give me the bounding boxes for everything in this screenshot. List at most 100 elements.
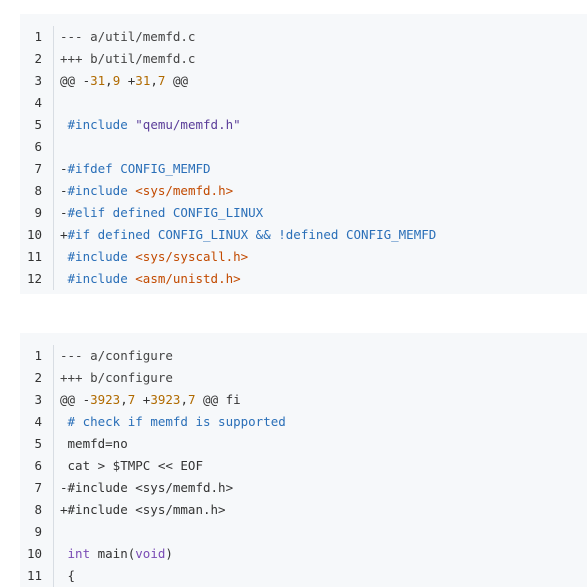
code-token: , [150, 73, 158, 88]
code-line: 6 [20, 136, 587, 158]
diff-code-block-configure: 1 --- a/configure 2 +++ b/configure 3@@ -392… [20, 333, 587, 587]
line-code: #include <asm/unistd.h> [54, 268, 587, 290]
line-number: 2 [20, 367, 54, 389]
line-number: 11 [20, 565, 54, 587]
line-code: int main(void) [54, 543, 587, 565]
line-code: #include "qemu/memfd.h" [54, 114, 587, 136]
code-token: <asm/unistd.h> [135, 271, 241, 286]
code-token: #elif defined CONFIG_LINUX [67, 205, 264, 220]
line-code: #include <sys/syscall.h> [54, 246, 587, 268]
line-code: +#include <sys/mman.h> [54, 499, 587, 521]
code-token: , [105, 73, 113, 88]
line-number: 8 [20, 180, 54, 202]
code-line: 10+#if defined CONFIG_LINUX && !defined … [20, 224, 587, 246]
code-token: 31 [135, 73, 151, 88]
code-token: 9 [112, 73, 121, 88]
line-number: 10 [20, 543, 54, 565]
code-token: main( [90, 546, 136, 561]
code-token [60, 546, 68, 561]
code-token: - [60, 161, 68, 176]
code-token [60, 271, 68, 286]
line-code [54, 521, 587, 543]
line-number: 3 [20, 389, 54, 411]
code-token: #include [67, 249, 128, 264]
code-token: - [60, 205, 68, 220]
code-line: 1--- a/util/memfd.c [20, 26, 587, 48]
line-number: 7 [20, 477, 54, 499]
code-line: 2 +++ b/util/memfd.c [20, 48, 587, 70]
code-token: +++ b/util/memfd.c [60, 51, 196, 66]
line-number: 9 [20, 521, 54, 543]
line-number: 5 [20, 433, 54, 455]
code-token: void [135, 546, 166, 561]
code-line: 3@@ -31,9 +31,7 @@ [20, 70, 587, 92]
line-number: 7 [20, 158, 54, 180]
line-code: -#include <sys/memfd.h> [54, 180, 587, 202]
line-number: 9 [20, 202, 54, 224]
code-token: { [60, 568, 76, 583]
code-token: , [120, 392, 128, 407]
code-token: , [180, 392, 188, 407]
line-code: cat > $TMPC << EOF [54, 455, 587, 477]
code-token: 3923 [150, 392, 181, 407]
line-code: +++ b/util/memfd.c [54, 48, 587, 70]
code-token: +++ b/configure [60, 370, 173, 385]
line-code [54, 136, 587, 158]
code-token: @@ - [60, 73, 91, 88]
code-line: 4 # check if memfd is supported [20, 411, 587, 433]
line-code: @@ -3923,7 +3923,7 @@ fi [54, 389, 587, 411]
code-token: CONFIG_MEMFD [112, 161, 211, 176]
code-token: #include [67, 271, 128, 286]
code-line: 6 cat > $TMPC << EOF [20, 455, 587, 477]
line-number: 10 [20, 224, 54, 246]
code-token: 7 [157, 73, 166, 88]
code-token: +#include <sys/mman.h> [60, 502, 226, 517]
line-number: 8 [20, 499, 54, 521]
code-token: 7 [127, 392, 136, 407]
code-line: 7-#ifdef CONFIG_MEMFD [20, 158, 587, 180]
code-line: 5 memfd=no [20, 433, 587, 455]
code-token: cat > $TMPC << EOF [60, 458, 203, 473]
code-line: 2 +++ b/configure [20, 367, 587, 389]
code-token: -#include <sys/memfd.h> [60, 480, 234, 495]
code-token: --- a/util/memfd.c [60, 29, 196, 44]
line-code: memfd=no [54, 433, 587, 455]
line-code: --- a/util/memfd.c [54, 26, 587, 48]
line-code: +#if defined CONFIG_LINUX && !defined CO… [54, 224, 587, 246]
line-code: -#include <sys/memfd.h> [54, 477, 587, 499]
code-line: 7 -#include <sys/memfd.h> [20, 477, 587, 499]
line-code: @@ -31,9 +31,7 @@ [54, 70, 587, 92]
code-token: <sys/syscall.h> [135, 249, 249, 264]
line-code: { [54, 565, 587, 587]
code-line: 9 [20, 521, 587, 543]
code-token: "qemu/memfd.h" [135, 117, 241, 132]
code-token [60, 117, 68, 132]
code-token: <sys/memfd.h> [135, 183, 234, 198]
code-token [60, 249, 68, 264]
code-token: --- a/configure [60, 348, 173, 363]
code-line: 10 int main(void) [20, 543, 587, 565]
code-line: 11 { [20, 565, 587, 587]
line-code: +++ b/configure [54, 367, 587, 389]
line-number: 12 [20, 268, 54, 290]
code-token: + [135, 392, 151, 407]
code-line: 11 #include <sys/syscall.h> [20, 246, 587, 268]
code-token: int [67, 546, 91, 561]
line-number: 2 [20, 48, 54, 70]
line-number: 1 [20, 345, 54, 367]
line-code: -#elif defined CONFIG_LINUX [54, 202, 587, 224]
code-token: 7 [187, 392, 196, 407]
code-line: 8 +#include <sys/mman.h> [20, 499, 587, 521]
code-token: + [60, 227, 68, 242]
code-token: - [60, 183, 68, 198]
line-number: 3 [20, 70, 54, 92]
code-token: 3923 [90, 392, 121, 407]
code-line: 5 #include "qemu/memfd.h" [20, 114, 587, 136]
line-number: 6 [20, 455, 54, 477]
code-line: 4 [20, 92, 587, 114]
code-line: 1 --- a/configure [20, 345, 587, 367]
line-code: # check if memfd is supported [54, 411, 587, 433]
code-line: 8-#include <sys/memfd.h> [20, 180, 587, 202]
line-number: 4 [20, 92, 54, 114]
